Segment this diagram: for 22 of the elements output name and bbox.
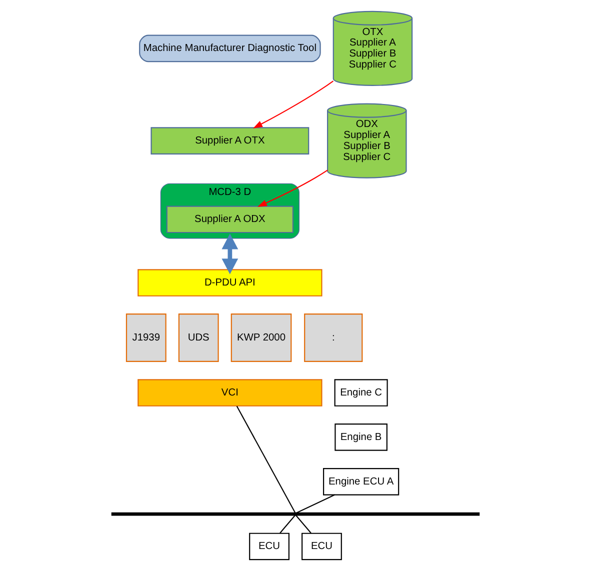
node-box: Supplier A OTX bbox=[150, 127, 310, 154]
connector bbox=[280, 514, 296, 534]
arrow bbox=[257, 170, 328, 207]
node-box: Engine B bbox=[334, 424, 388, 451]
connector bbox=[236, 406, 296, 514]
node-box: J1939 bbox=[126, 314, 166, 362]
node-box: Supplier A ODX bbox=[166, 206, 294, 234]
node-box: Engine C bbox=[334, 379, 388, 406]
node-box: D-PDU API bbox=[138, 269, 322, 296]
connector bbox=[296, 494, 335, 514]
node-box: KWP 2000 bbox=[230, 314, 292, 362]
node-box: ECU bbox=[249, 532, 290, 560]
node-bar bbox=[111, 512, 480, 516]
node-box: ECU bbox=[302, 532, 342, 560]
arrow bbox=[252, 80, 334, 128]
node-box: : bbox=[304, 314, 363, 362]
arrow bbox=[222, 234, 238, 274]
connector bbox=[296, 514, 312, 534]
node-box: UDS bbox=[178, 314, 219, 362]
node-box: Engine ECU A bbox=[323, 468, 400, 496]
node-box: VCI bbox=[138, 379, 322, 406]
node-box: Machine Manufacturer Diagnostic Tool bbox=[139, 34, 321, 62]
